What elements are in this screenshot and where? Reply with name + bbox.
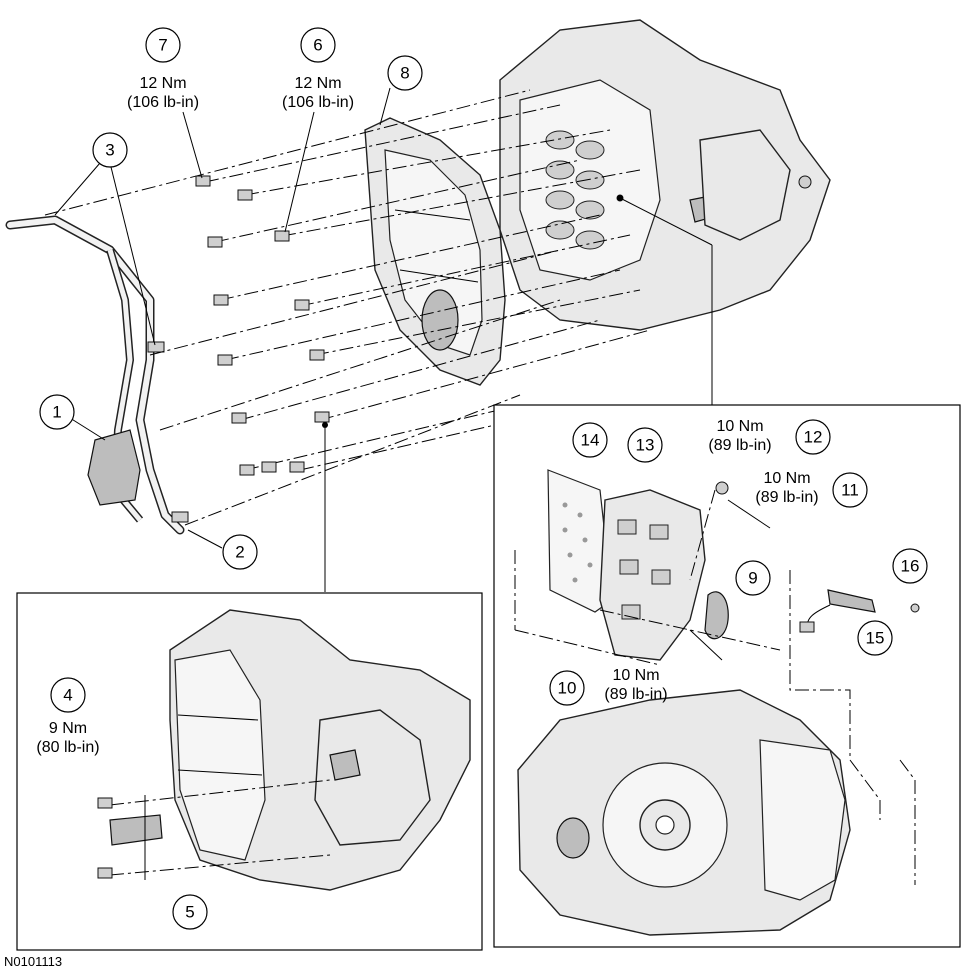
torque-spec-metric: 12 Nm (294, 75, 341, 92)
callout-number: 16 (901, 557, 920, 576)
callout-11: 11 10 Nm (89 lb-in) (755, 470, 868, 508)
callout-number: 14 (581, 431, 600, 450)
inset-panel-right (493, 404, 961, 948)
torque-spec-metric: 10 Nm (716, 418, 763, 435)
callout-number: 12 (804, 428, 823, 447)
callout-7: 7 12 Nm (106 lb-in) (127, 27, 199, 111)
torque-spec-imperial: (80 lb-in) (36, 739, 99, 756)
transaxle-main (499, 19, 831, 331)
callout-6: 6 12 Nm (106 lb-in) (282, 27, 354, 111)
torque-spec-imperial: (106 lb-in) (127, 94, 199, 111)
callout-15: 15 (857, 620, 893, 656)
callout-2: 2 (222, 534, 258, 570)
torque-spec-imperial: (89 lb-in) (708, 437, 771, 454)
callout-16: 16 (892, 548, 928, 584)
torque-spec-imperial: (89 lb-in) (604, 686, 667, 703)
callout-1: 1 (39, 394, 75, 430)
callout-8: 8 (387, 55, 423, 91)
torque-spec-imperial: (106 lb-in) (282, 94, 354, 111)
callout-number: 8 (400, 64, 409, 83)
callout-number: 3 (105, 141, 114, 160)
callout-3: 3 (92, 132, 128, 168)
callout-number: 15 (866, 629, 885, 648)
callout-12: 12 10 Nm (89 lb-in) (708, 418, 831, 455)
callout-number: 4 (63, 686, 72, 705)
callout-number: 9 (748, 569, 757, 588)
callout-13: 13 (627, 427, 663, 463)
torque-spec-imperial: (89 lb-in) (755, 489, 818, 506)
callout-number: 6 (313, 36, 322, 55)
callout-4: 4 9 Nm (80 lb-in) (36, 677, 100, 756)
callout-14: 14 (572, 422, 608, 458)
wiring-harness (5, 215, 189, 535)
torque-spec-metric: 12 Nm (139, 75, 186, 92)
cover-bolts (44, 89, 651, 526)
callout-5: 5 (172, 894, 208, 930)
callout-number: 1 (52, 403, 61, 422)
callout-number: 13 (636, 436, 655, 455)
torque-spec-metric: 10 Nm (763, 470, 810, 487)
callout-number: 2 (235, 543, 244, 562)
inset-panel-left (16, 592, 483, 951)
callout-number: 10 (558, 679, 577, 698)
torque-spec-metric: 10 Nm (612, 667, 659, 684)
callout-number: 5 (185, 903, 194, 922)
figure-id: N0101113 (4, 954, 62, 969)
callout-number: 7 (158, 36, 167, 55)
torque-spec-metric: 9 Nm (49, 720, 87, 737)
callout-number: 11 (841, 481, 859, 500)
callout-10: 10 10 Nm (89 lb-in) (549, 667, 668, 706)
callout-9: 9 (735, 560, 771, 596)
